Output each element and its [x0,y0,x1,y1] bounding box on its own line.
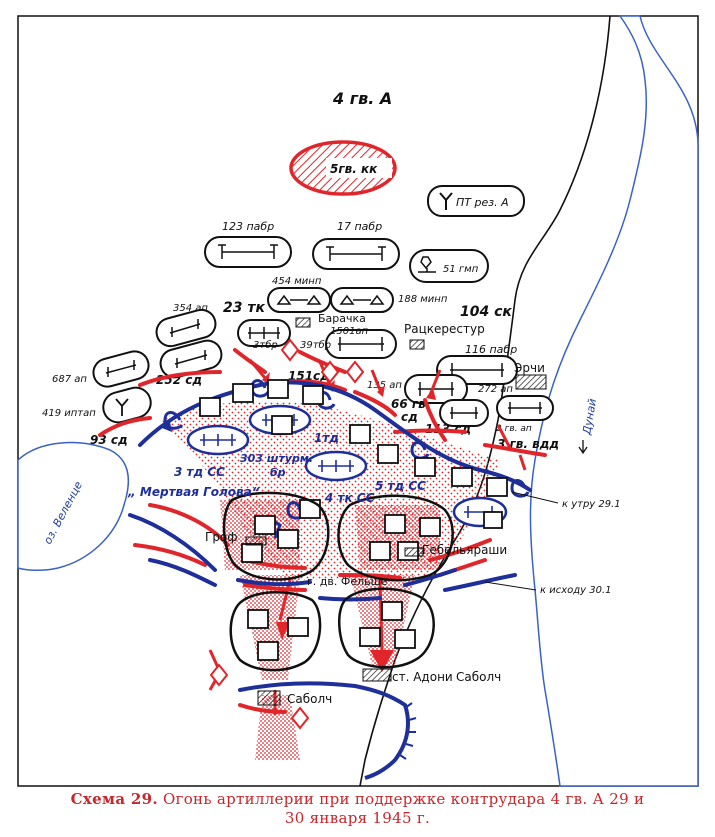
vdd3-label: 3 гв. вдд [497,437,559,451]
enemy-front-lines [128,380,532,707]
tank-icons [200,414,496,518]
lake-velence [17,441,130,572]
sd66-label: 66 гв. [391,397,430,411]
caption-number: Схема 29. [70,790,158,808]
sd93-label: 93 сд [90,433,128,447]
erchi-label: Эрчи [514,361,545,375]
enemy-attack-arrows [163,379,530,539]
mortar-icon [339,294,385,305]
artillery-icon [105,360,137,377]
mortar-icon [276,294,322,305]
flow-arrow-icon [578,440,588,455]
baracska-label: Барачка [318,312,366,325]
battle-map: оз. Веленце Дунай 4 гв. А 5гв. кк ПТ рез… [17,15,699,787]
grof-label: Гроф [205,530,238,544]
td5ss-label: 5 тд СС [375,479,426,493]
adoni-marker [362,668,392,682]
sabolch2-marker [257,690,281,706]
erchi-marker [515,374,547,390]
adoni-label: ст. Адони [392,670,453,684]
morning-leader [511,491,559,504]
tbr3-label: 3тбр [253,339,278,351]
ap1501-label: 1501ап [330,326,369,337]
baracska-marker [295,317,311,328]
ratskerestur-marker [409,339,425,350]
caption-line-2: 30 января 1945 г. [284,809,431,827]
artillery-icon [248,327,280,339]
sd66b-label: сд [401,410,418,424]
tk4ss-label: 4 тк СС [324,491,375,505]
artillery-icon [450,407,478,419]
artillery-icon [326,246,386,261]
rocket-launcher-icon [418,256,436,273]
artillery-icon [174,350,208,368]
td1-label: 1тд [314,431,339,445]
gmp51-unit [409,249,489,283]
brig303b-label: бр [270,466,286,479]
artillery-icon [169,319,201,337]
morning-label: к утру 29.1 [562,499,621,510]
gebel-label: Гебельяраши [422,543,507,557]
pabr116-label: 116 пабр [465,343,517,356]
gmp51-label: 51 гмп [443,264,479,275]
enemy-positions [199,379,508,661]
artillery-icon [218,244,278,259]
evening-leader [484,581,537,591]
iptap419-label: 419 иптап [42,408,96,419]
enemy-front-tail [364,704,410,780]
river-label: Дунай [580,398,599,437]
ratskerestur-label: Рацкерестур [404,322,485,336]
arrowhead-icon [162,422,172,432]
observation-post-icons [209,338,365,730]
sabolch1-label: Саболч [456,670,501,684]
artillery-icon [338,337,384,351]
defense-perimeters [222,491,454,672]
brig303a-label: 303 штурм. [240,452,313,465]
army-label: 4 гв. А [332,89,392,108]
danube-river [529,15,699,787]
tk23-label: 23 тк [223,300,265,316]
ap272-label: 272 ап [478,384,513,395]
fire-zone-grof [220,500,300,570]
evening-label: к исходу 30.1 [540,585,612,596]
minp188-label: 188 минп [398,294,448,305]
grof-marker [245,536,267,546]
sk104-label: 104 ск [460,304,512,320]
caption-line-1: Схема 29. Огонь артиллерии при поддержке… [0,790,715,809]
minp454-label: 454 минп [272,276,322,287]
pabr123-label: 123 пабр [222,220,274,233]
gebel-marker [404,547,424,557]
defense-ticks [399,702,417,760]
at-gun-icon [115,398,129,416]
map-caption: Схема 29. Огонь артиллерии при поддержке… [0,790,715,828]
gap2-label: 2 гв. ап [496,424,532,434]
tbr39-label: 39тбр [300,339,331,351]
cav-corps-label: 5гв. кк [330,162,378,176]
fire-arrows [208,359,527,715]
at-reserve-label: ПТ рез. А [456,196,509,209]
artillery-icon [418,382,454,396]
cav-corps-label-bg [326,158,392,178]
caption-text-1: Огонь артиллерии при поддержке контрудар… [157,790,645,808]
sabolch2-label: Саболч [287,692,332,706]
ap687-label: 687 ап [52,374,87,385]
dead-head-label: „ Мертвая Голова“ [127,485,260,499]
td3ss-label: 3 тд СС [174,465,225,479]
felshe-label: г. дв. Фельше [307,575,388,588]
artillery-icon [508,402,542,414]
pabr17-label: 17 пабр [337,220,382,233]
at-gun-icon [439,192,453,210]
ap354-label: 354 ап [173,303,208,314]
